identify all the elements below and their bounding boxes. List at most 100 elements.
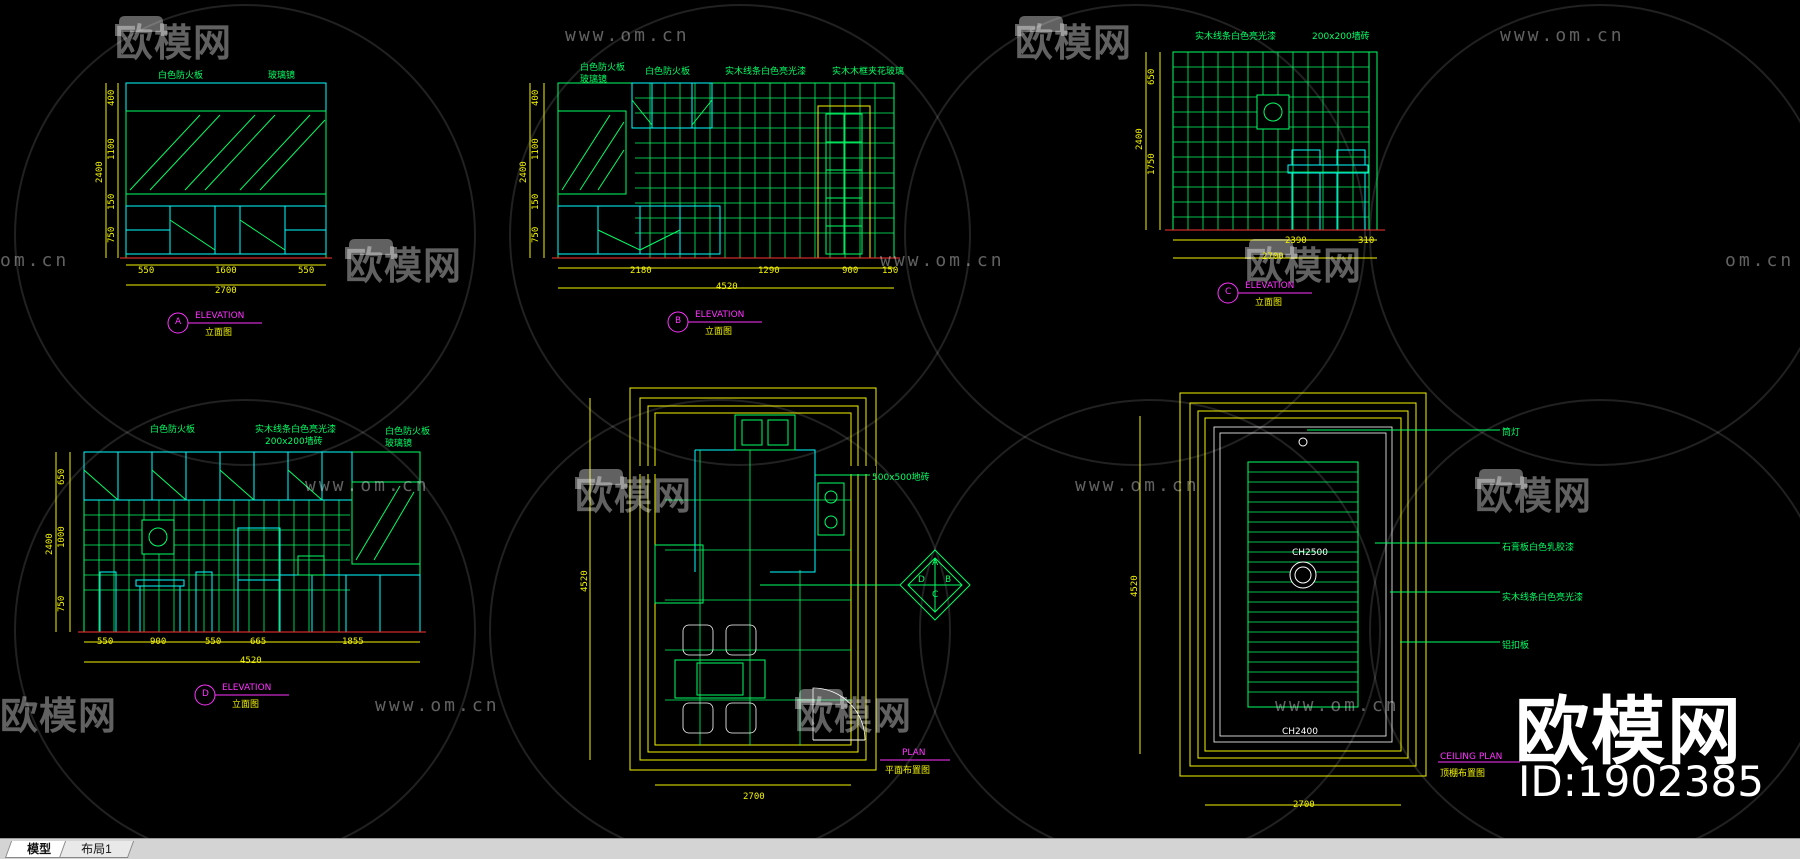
- dimension: 550: [298, 266, 315, 276]
- dimension: 550: [138, 266, 155, 276]
- dimension: 2700: [1293, 800, 1315, 810]
- ceiling-height: CH2500: [1292, 548, 1328, 558]
- sofa-icon: [575, 469, 627, 489]
- plan-subtitle: 平面布置图: [885, 766, 931, 776]
- dimension: 4520: [716, 282, 738, 292]
- dimension: 2390: [1285, 236, 1307, 246]
- dimension: 1000: [57, 526, 67, 548]
- tab-layout1[interactable]: 布局1: [58, 841, 134, 858]
- watermark-url: www.om.cn: [305, 475, 430, 496]
- watermark-logo: 欧模网: [345, 235, 462, 290]
- elevation-marker: A: [175, 317, 182, 327]
- layout-tab-bar: 模型 布局1: [0, 838, 1800, 859]
- dimension: 2700: [1262, 252, 1284, 262]
- dimension: 150: [107, 193, 117, 210]
- watermark-logo: 欧模网: [1245, 235, 1362, 290]
- dimension: 550: [97, 637, 114, 647]
- note: 白色防火板: [158, 71, 204, 81]
- elevation-subtitle: 立面图: [205, 328, 233, 338]
- ceiling-height: CH2400: [1282, 727, 1318, 737]
- elevation-marker: C: [1225, 287, 1232, 297]
- dimension: 2400: [95, 161, 105, 183]
- dimension: 1855: [342, 637, 364, 647]
- watermark-url: om.cn: [1725, 250, 1795, 271]
- elevation-title: ELEVATION: [695, 310, 745, 320]
- compass-d: D: [918, 575, 925, 585]
- cad-model-space[interactable]: 欧模网 欧模网 欧模网 欧模网 欧模网 欧模网 欧模网 欧模网 www.om.c…: [0, 0, 1800, 838]
- sofa-icon: [1015, 16, 1067, 36]
- dimension: 2700: [215, 286, 237, 296]
- watermark-logo: 欧模网: [575, 465, 692, 520]
- dimension: 1290: [758, 266, 780, 276]
- sofa-icon: [1475, 469, 1527, 489]
- sofa-icon: [1245, 239, 1297, 259]
- dimension: 665: [250, 637, 267, 647]
- dimension: 650: [1147, 68, 1157, 85]
- dimension: 4520: [1130, 575, 1140, 597]
- note: 白色防火板: [150, 425, 196, 435]
- note: 500x500地砖: [872, 473, 930, 483]
- elevation-c: [1145, 51, 1385, 304]
- dimension: 2400: [45, 533, 55, 555]
- dimension: 400: [531, 89, 541, 106]
- dimension: 650: [57, 468, 67, 485]
- dimension: 900: [150, 637, 167, 647]
- ceiling-title: CEILING PLAN: [1440, 752, 1503, 762]
- dimension: 2400: [1135, 128, 1145, 150]
- dimension: 2400: [519, 161, 529, 183]
- watermark-url: www.om.cn: [1075, 475, 1200, 496]
- dimension: 4520: [240, 656, 262, 666]
- dimension: 150: [882, 266, 899, 276]
- note: 白色防火板: [385, 427, 431, 437]
- elevation-subtitle: 立面图: [705, 327, 733, 337]
- elevation-subtitle: 立面图: [232, 700, 260, 710]
- note: 200x200墙砖: [1312, 32, 1370, 42]
- brand-logo: 欧模网: [1515, 689, 1743, 775]
- note: 实木木框夹花玻璃: [832, 67, 905, 77]
- note: 铝扣板: [1502, 641, 1530, 651]
- watermark-url: www.om.cn: [1275, 695, 1400, 716]
- elevation-subtitle: 立面图: [1255, 298, 1283, 308]
- watermark-logo: 欧模网: [795, 685, 912, 740]
- note: 白色防火板: [580, 63, 626, 73]
- dimension: 550: [205, 637, 222, 647]
- ceiling-plan: [1139, 392, 1520, 806]
- note: 实木线条白色亮光漆: [1195, 32, 1277, 42]
- note: 白色防火板: [645, 67, 691, 77]
- watermark-logo: 欧模网: [115, 12, 232, 67]
- sofa-icon: [115, 16, 167, 36]
- elevation-title: ELEVATION: [195, 311, 245, 321]
- watermark-logo: 欧模网: [1475, 465, 1592, 520]
- note: 实木线条白色亮光漆: [255, 425, 337, 435]
- model-id: ID:1902385: [1518, 757, 1764, 806]
- elevation-title: ELEVATION: [222, 683, 272, 693]
- dimension: 750: [57, 595, 67, 612]
- floor-plan: [589, 387, 971, 786]
- sofa-icon: [795, 689, 847, 709]
- watermark-logo: 欧模网: [0, 694, 118, 738]
- dimension: 4520: [580, 570, 590, 592]
- note: 200x200墙砖: [265, 437, 323, 447]
- dimension: 1100: [107, 138, 117, 160]
- dimension: 1600: [215, 266, 237, 276]
- note: 石膏板白色乳胶漆: [1502, 543, 1575, 553]
- dimension: 400: [107, 89, 117, 106]
- note: 玻璃镜: [268, 71, 296, 81]
- compass-b: B: [945, 575, 952, 585]
- dimension: 150: [531, 193, 541, 210]
- elevation-b: [529, 82, 900, 333]
- elevation-a: [105, 82, 332, 334]
- dimension: 900: [842, 266, 859, 276]
- dimension: 1750: [1147, 153, 1157, 175]
- dimension: 750: [531, 226, 541, 243]
- cad-drawing: [14, 4, 1800, 838]
- plan-title: PLAN: [902, 748, 926, 758]
- note: 实木线条白色亮光漆: [1502, 593, 1584, 603]
- elevation-d: [55, 451, 426, 706]
- elevation-marker: B: [675, 316, 682, 326]
- dimension: 2700: [743, 792, 765, 802]
- note: 实木线条白色亮光漆: [725, 67, 807, 77]
- ceiling-subtitle: 顶棚布置图: [1440, 769, 1486, 779]
- dimension: 2180: [630, 266, 652, 276]
- sofa-icon: [345, 239, 397, 259]
